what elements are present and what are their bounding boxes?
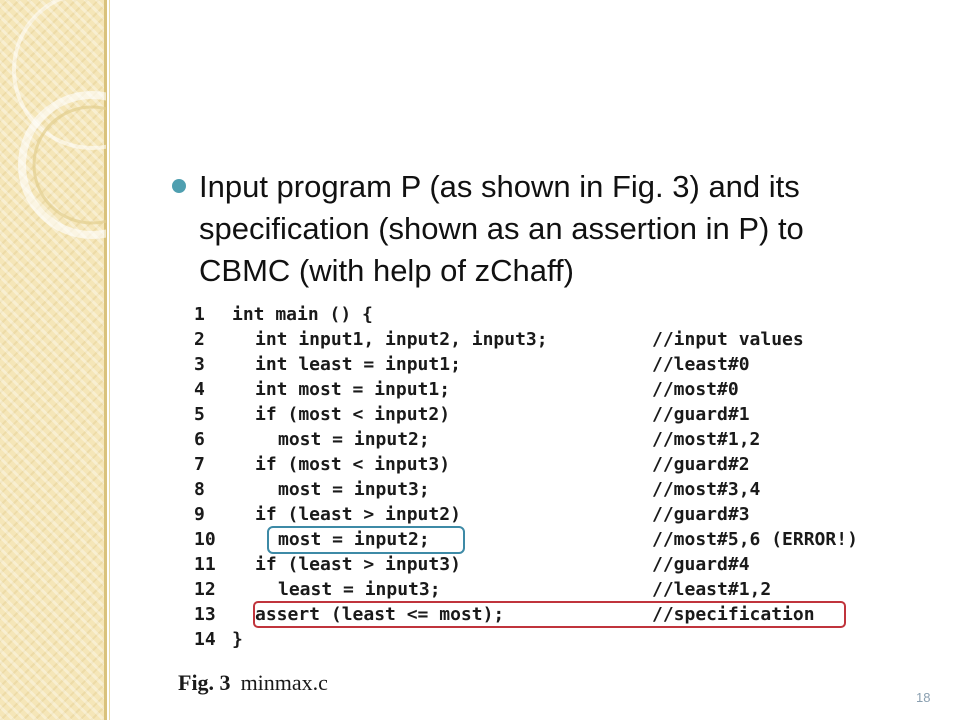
line-number: 6 [194, 429, 205, 450]
code-comment: //input values [652, 329, 804, 350]
decorative-rings [12, 0, 106, 239]
code-comment: //least#0 [652, 354, 750, 375]
figure-label: Fig. 3 [178, 670, 231, 695]
line-number: 12 [194, 579, 216, 600]
code-comment: //specification [652, 604, 815, 625]
figure-file-name: minmax.c [240, 670, 328, 695]
line-number: 8 [194, 479, 205, 500]
side-divider-line-thin [109, 0, 110, 720]
line-number: 3 [194, 354, 205, 375]
code-source: int input1, input2, input3; [255, 329, 548, 350]
page-number: 18 [916, 690, 931, 705]
bullet-dot-icon [172, 179, 186, 193]
code-comment: //most#1,2 [652, 429, 761, 450]
line-number: 14 [194, 629, 216, 650]
code-source: if (most < input2) [255, 404, 451, 425]
code-comment: //most#3,4 [652, 479, 761, 500]
code-source: least = input3; [278, 579, 441, 600]
code-source: int main () { [232, 304, 373, 325]
assertion-line-highlight [253, 601, 846, 628]
figure-caption: Fig. 3 minmax.c [178, 670, 328, 696]
code-source: if (least > input2) [255, 504, 461, 525]
code-source: int most = input1; [255, 379, 451, 400]
line-number: 5 [194, 404, 205, 425]
code-comment: //guard#1 [652, 404, 750, 425]
line-number: 1 [194, 304, 205, 325]
code-source: if (most < input3) [255, 454, 451, 475]
line-number: 11 [194, 554, 216, 575]
code-source: assert (least <= most); [255, 604, 505, 625]
code-comment: //guard#4 [652, 554, 750, 575]
line-number: 9 [194, 504, 205, 525]
line-number: 13 [194, 604, 216, 625]
line-number: 2 [194, 329, 205, 350]
code-comment: //guard#3 [652, 504, 750, 525]
code-source: } [232, 629, 243, 650]
error-line-highlight [267, 526, 465, 554]
code-source: if (least > input3) [255, 554, 461, 575]
side-divider-line [104, 0, 107, 720]
code-comment: //least#1,2 [652, 579, 772, 600]
code-comment: //most#0 [652, 379, 739, 400]
line-number: 4 [194, 379, 205, 400]
side-decoration-band [0, 0, 104, 720]
line-number: 10 [194, 529, 216, 550]
code-source: most = input3; [278, 479, 430, 500]
code-source: most = input2; [278, 429, 430, 450]
code-comment: //guard#2 [652, 454, 750, 475]
code-source: int least = input1; [255, 354, 461, 375]
code-comment: //most#5,6 (ERROR!) [652, 529, 858, 550]
line-number: 7 [194, 454, 205, 475]
code-source: most = input2; [278, 529, 430, 550]
bullet-text: Input program P (as shown in Fig. 3) and… [199, 169, 804, 288]
